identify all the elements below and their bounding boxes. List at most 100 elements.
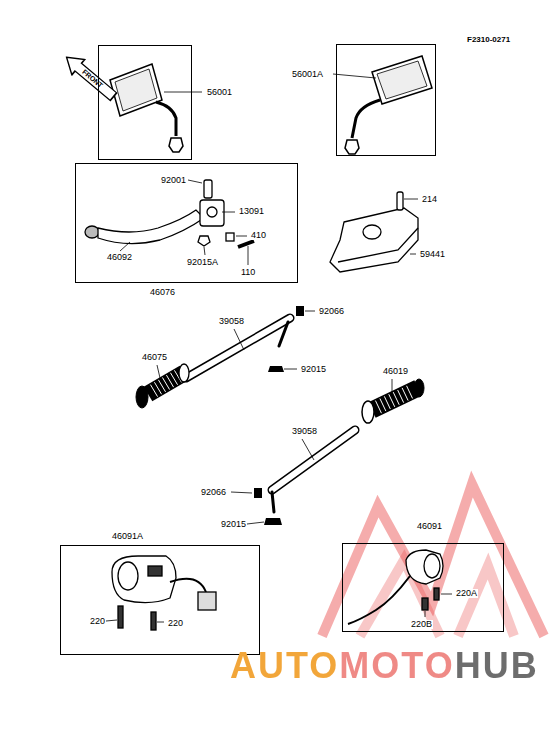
grip-rib (407, 386, 413, 399)
handlebar-right (254, 430, 355, 525)
part-group-box: 56001 (98, 45, 192, 160)
leader-lines-part (302, 439, 314, 460)
callout-number: 92015 (300, 365, 327, 374)
mirror-left-part (115, 69, 157, 111)
handlebar-right-part (272, 492, 274, 512)
lever-assembly-part (238, 241, 254, 247)
direction-label: FRONT (58, 48, 121, 106)
callout-number: 46076 (149, 288, 176, 297)
leader-lines-part (410, 254, 416, 255)
switch-left (112, 556, 216, 630)
switch-left-part (170, 579, 206, 592)
part-group-box: 46091 (342, 543, 504, 632)
callout-number: 92015A (186, 258, 219, 267)
grip-rib (398, 390, 404, 403)
mirror-left-part (156, 102, 176, 136)
callout-number: 220B (410, 620, 433, 629)
switch-left-part (112, 556, 176, 603)
switch-right-part (406, 550, 443, 584)
switch-housing-part (330, 208, 418, 272)
callout-number: 39058 (218, 317, 245, 326)
handlebar-right-part (272, 430, 355, 490)
grip-rib (389, 394, 395, 407)
callout-number: 110 (240, 268, 256, 277)
callout-number: 13091 (238, 207, 265, 216)
lever-assembly-part (204, 180, 212, 198)
lever-assembly-part (200, 200, 224, 226)
switch-right-part (348, 576, 410, 624)
grip-right-part (362, 401, 374, 423)
mirror-right-part (352, 100, 380, 138)
leader-lines-part (157, 622, 164, 623)
callout-number: 39058 (291, 427, 318, 436)
leader-lines-part (164, 92, 202, 93)
grip-rib (384, 396, 390, 409)
handlebar-left-part (279, 322, 288, 346)
handlebar-left (186, 306, 304, 378)
grip-left-part (148, 373, 184, 394)
switch-left-part (118, 562, 138, 590)
switch-right (348, 550, 443, 624)
leader-lines-part (404, 199, 418, 200)
leader-lines-part (333, 74, 376, 78)
lever-assembly-part (226, 233, 234, 241)
callout-number: 220 (89, 617, 106, 626)
leader-lines-part (392, 379, 393, 392)
callout-number: 56001 (206, 88, 233, 97)
handlebar-right-part (272, 430, 355, 490)
switch-housing-part (338, 228, 418, 262)
leader-lines (106, 74, 452, 622)
grip-left-part (179, 364, 189, 382)
grip-right-part (414, 379, 424, 397)
handlebar-right-part (254, 488, 262, 498)
switch-left-part (151, 612, 156, 630)
handlebar-right-part (264, 518, 282, 525)
callout-number: 92066 (200, 488, 227, 497)
grip-left (136, 364, 189, 408)
leader-lines-part (106, 620, 117, 621)
callout-number: 220A (455, 589, 478, 598)
callout-number: 46091 (416, 522, 443, 531)
callout-number: 220 (167, 619, 184, 628)
lever-assembly-part (198, 236, 210, 246)
grip-rib (380, 398, 386, 411)
leader-lines-part (236, 236, 247, 237)
handlebar-left-part (186, 318, 290, 378)
leader-lines-part (284, 369, 297, 370)
switch-left-part (118, 606, 123, 628)
watermark-logo-part (322, 484, 544, 636)
callout-number: 92015 (220, 520, 247, 529)
switch-housing-part (363, 225, 381, 239)
grip-rib (393, 392, 399, 405)
mirror-left-part (169, 138, 183, 152)
switch-right-part (422, 598, 428, 610)
lever-assembly (85, 180, 254, 247)
callout-number: 92066 (318, 307, 345, 316)
front-arrow-sign: FRONT (58, 48, 121, 106)
callout-number: 46019 (382, 367, 409, 376)
leader-lines-part (120, 242, 130, 251)
part-group-box: 56001A (336, 44, 436, 156)
leader-lines-part (234, 329, 244, 350)
leader-lines-part (441, 594, 452, 595)
leader-lines-part (248, 246, 249, 265)
callout-number: 59441 (419, 250, 446, 259)
mirror-left (110, 64, 183, 152)
grip-rib (402, 388, 408, 401)
lever-assembly-part (85, 226, 99, 238)
switch-left-part (148, 566, 162, 576)
callout-number: 92001 (160, 176, 187, 185)
grip-right (362, 379, 424, 423)
watermark: AUTOMOTOHUB (230, 648, 539, 684)
leader-lines-part (231, 492, 252, 493)
handlebar-left-part (268, 366, 284, 372)
lever-assembly-part (207, 207, 217, 217)
grip-right-part (375, 386, 412, 413)
handlebar-left-part (186, 318, 290, 378)
watermark-logo (322, 484, 544, 636)
switch-housing-part (397, 192, 403, 210)
mirror-right (345, 56, 432, 154)
